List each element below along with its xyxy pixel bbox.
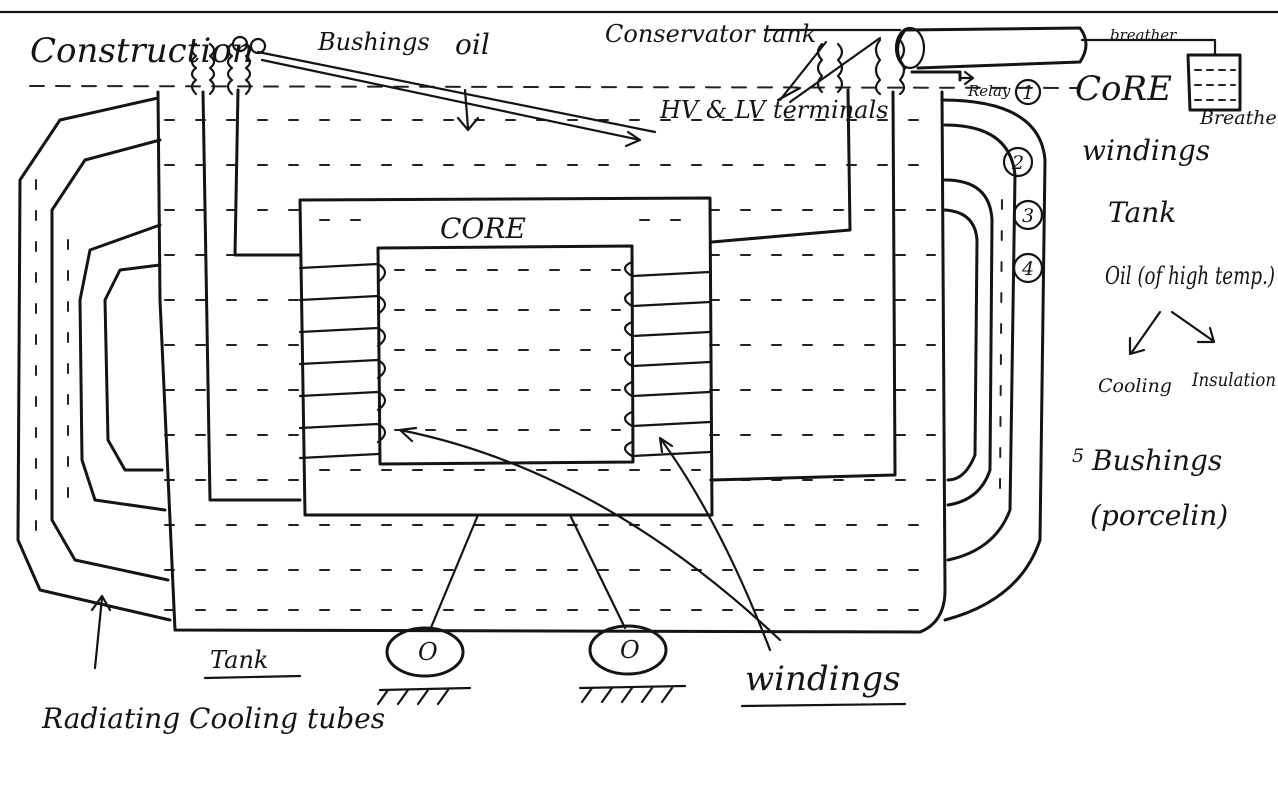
bushings-right: [818, 40, 904, 94]
winding-right-coil: [625, 262, 710, 456]
label-tank: Tank: [210, 646, 268, 674]
part-num-2: 2: [1011, 152, 1024, 174]
wheel-left-symbol: O: [418, 638, 438, 666]
leader-lines: [92, 30, 1214, 706]
part-name-4: Oil (of high temp.): [1105, 262, 1275, 290]
part-name-2: windings: [1082, 134, 1210, 167]
core-window: [378, 246, 633, 464]
oil-use-cooling: Cooling: [1098, 375, 1172, 397]
label-oil-top: oil: [455, 28, 490, 61]
label-conservator-tank: Conservator tank: [605, 20, 816, 48]
left-radiator-tubes: [18, 98, 170, 620]
tank-outline: [158, 92, 945, 632]
label-core-center: CORE: [440, 212, 526, 245]
conservator-tank: [896, 28, 1086, 80]
bushings-detail: (porcelin): [1090, 499, 1228, 532]
part-num-5: 5: [1072, 445, 1084, 467]
part-name-3: Tank: [1108, 196, 1176, 229]
lv-lead-left: [203, 92, 300, 500]
lead-right-lower: [712, 92, 895, 480]
tank-right-wall: [942, 100, 1045, 620]
oil-fill-dashes: [165, 120, 935, 610]
label-breather-right: Breather: [1199, 107, 1278, 129]
label-windings: windings: [745, 659, 901, 699]
oil-use-insulation: Insulation: [1191, 369, 1276, 391]
part-num-3: 3: [1022, 205, 1034, 227]
winding-left-coil: [300, 264, 385, 458]
right-radiator-tubes: [945, 125, 1015, 560]
hv-lead-left: [235, 90, 300, 255]
label-hv-lv-terminals: HV & LV terminals: [659, 96, 888, 124]
part-num-1: 1: [1022, 82, 1034, 104]
part-name-5: Bushings: [1091, 444, 1222, 477]
relay-pipe: [912, 72, 960, 80]
part-num-4: 4: [1021, 258, 1034, 280]
label-construction: Construction: [30, 31, 254, 71]
label-bushings-top: Bushings: [317, 28, 430, 56]
page-rule-dashed: [30, 86, 1080, 88]
label-breather-top: breather: [1110, 26, 1177, 44]
label-radiating-tubes: Radiating Cooling tubes: [41, 702, 385, 735]
label-relay: Relay: [967, 82, 1011, 100]
wheel-right-symbol: O: [620, 636, 640, 664]
part-name-1: CoRE: [1075, 69, 1172, 109]
